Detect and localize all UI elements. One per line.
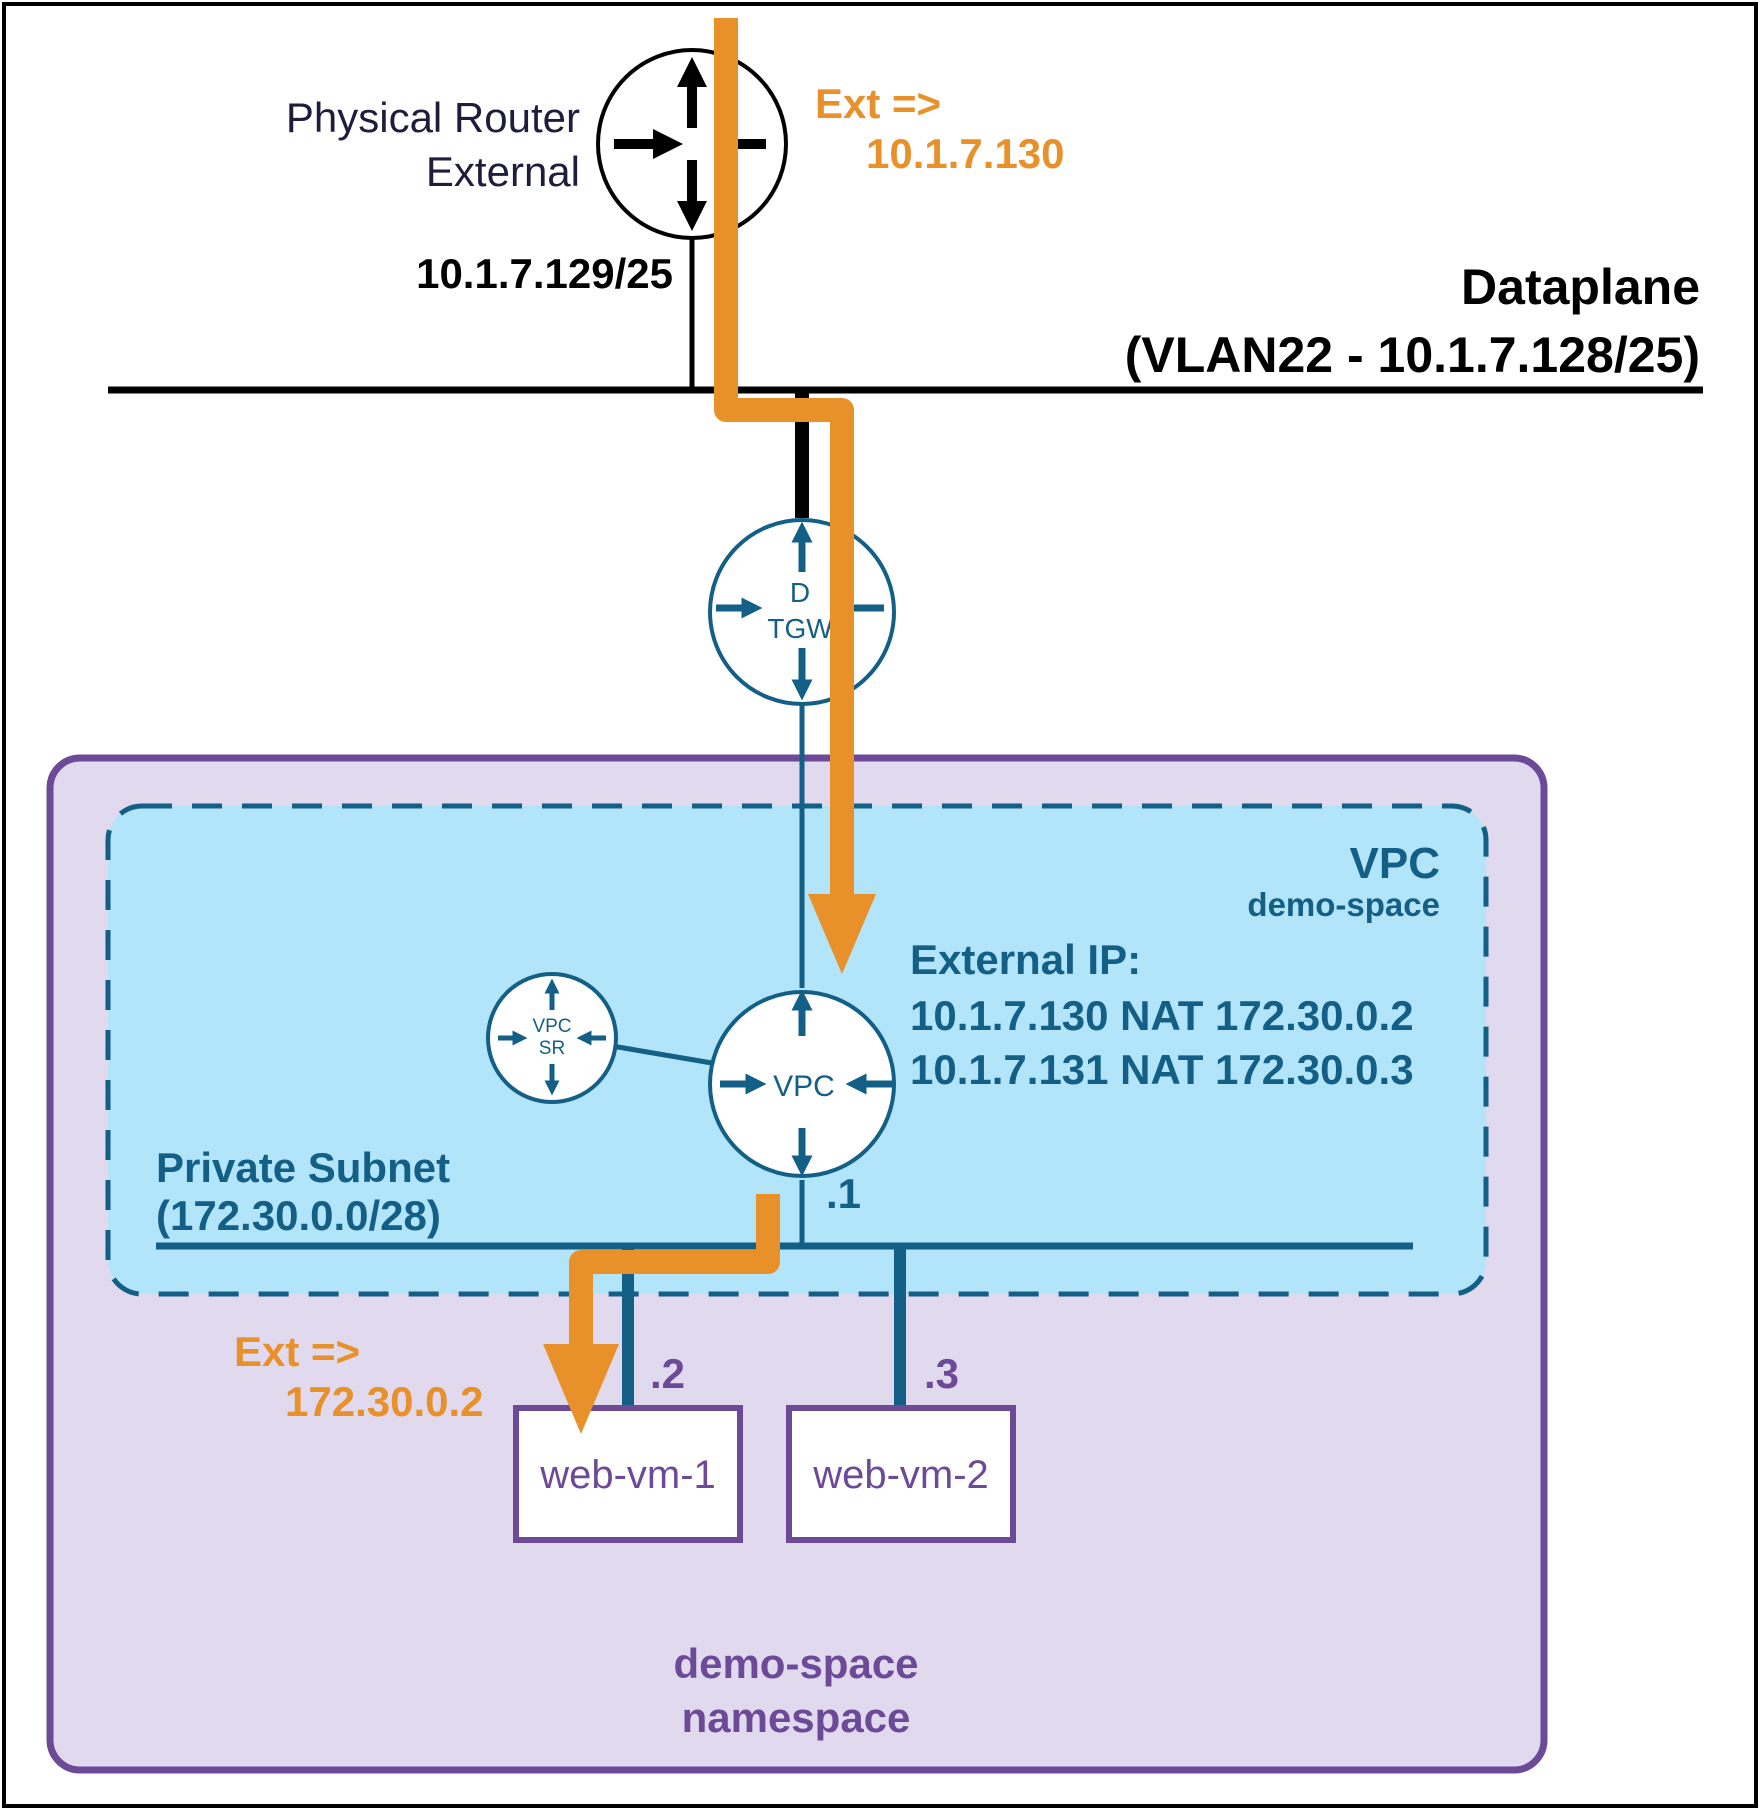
subnet-title: Private Subnet: [156, 1144, 450, 1191]
vm-name: web-vm-1: [539, 1453, 716, 1497]
dataplane-title: Dataplane: [1461, 259, 1700, 315]
dtgw-label-line1: D: [790, 577, 810, 608]
external-ip-title: External IP:: [910, 936, 1141, 983]
router-label-line2: External: [426, 148, 580, 195]
physical-router-icon: [596, 48, 788, 240]
sr-vpc-link: [611, 1043, 713, 1066]
router-ip: 10.1.7.129/25: [416, 250, 673, 297]
vpc-router-icon: VPC: [708, 989, 896, 1178]
subnet-gateway: .1: [826, 1170, 861, 1217]
dtgw-label-line2: TGW: [767, 613, 833, 644]
external-ip-nat-2: 10.1.7.131 NAT 172.30.0.3: [910, 1046, 1414, 1093]
vpc-subtitle: demo-space: [1247, 886, 1440, 923]
router-label-line1: Physical Router: [286, 94, 580, 141]
namespace-label-line2: namespace: [682, 1694, 911, 1741]
vm2-ip: .3: [924, 1350, 959, 1397]
traffic-path-top: [714, 18, 876, 974]
subnet-cidr: (172.30.0.0/28): [156, 1192, 441, 1239]
ext-bottom-line2: 172.30.0.2: [285, 1378, 484, 1425]
namespace-label-line1: demo-space: [673, 1640, 918, 1687]
vm-box-1[interactable]: web-vm-1: [513, 1405, 743, 1543]
vpc-sr-router-icon: VPC SR: [486, 972, 618, 1104]
dtgw-router-icon: D TGW: [708, 518, 896, 706]
vm-box-2[interactable]: web-vm-2: [786, 1405, 1016, 1543]
vpc-sr-label-line1: VPC: [532, 1016, 571, 1037]
vpc-title: VPC: [1350, 839, 1440, 888]
external-ip-nat-1: 10.1.7.130 NAT 172.30.0.2: [910, 992, 1414, 1039]
ext-bottom-line1: Ext =>: [234, 1328, 360, 1375]
dataplane-subnet: (VLAN22 - 10.1.7.128/25): [1125, 327, 1700, 383]
vm-name: web-vm-2: [812, 1453, 989, 1497]
vpc-sr-label-line2: SR: [539, 1038, 565, 1059]
vpc-router-label: VPC: [773, 1070, 835, 1103]
ext-top-line1: Ext =>: [815, 80, 941, 127]
ext-top-line2: 10.1.7.130: [866, 130, 1065, 177]
vm1-ip: .2: [650, 1350, 685, 1397]
traffic-path-bottom: [543, 1194, 780, 1434]
